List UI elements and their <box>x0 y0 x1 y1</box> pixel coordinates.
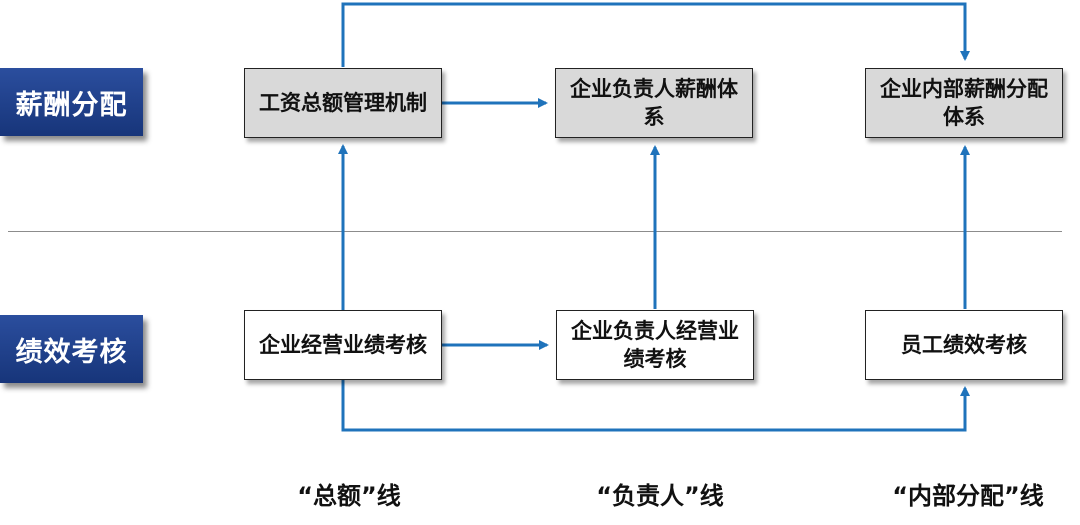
box-leader-performance: 企业负责人经营业绩考核 <box>556 310 754 380</box>
row-label-compensation: 薪酬分配 <box>0 68 143 136</box>
box-employee-performance: 员工绩效考核 <box>865 310 1063 380</box>
section-divider <box>8 231 1062 232</box>
line-label-internal: “内部分配”线 <box>892 482 1044 510</box>
box-total-wage-mechanism: 工资总额管理机制 <box>244 68 442 138</box>
row-label-performance: 绩效考核 <box>0 315 143 383</box>
box-leader-compensation: 企业负责人薪酬体系 <box>555 68 753 138</box>
arrow-total-to-internal <box>341 2 970 67</box>
line-label-leader: “负责人”线 <box>596 482 724 510</box>
box-internal-compensation: 企业内部薪酬分配体系 <box>865 68 1063 138</box>
line-label-total: “总额”线 <box>297 482 401 510</box>
arrow-enterprise-to-employee-perf <box>341 380 970 432</box>
box-enterprise-performance: 企业经营业绩考核 <box>244 310 442 380</box>
